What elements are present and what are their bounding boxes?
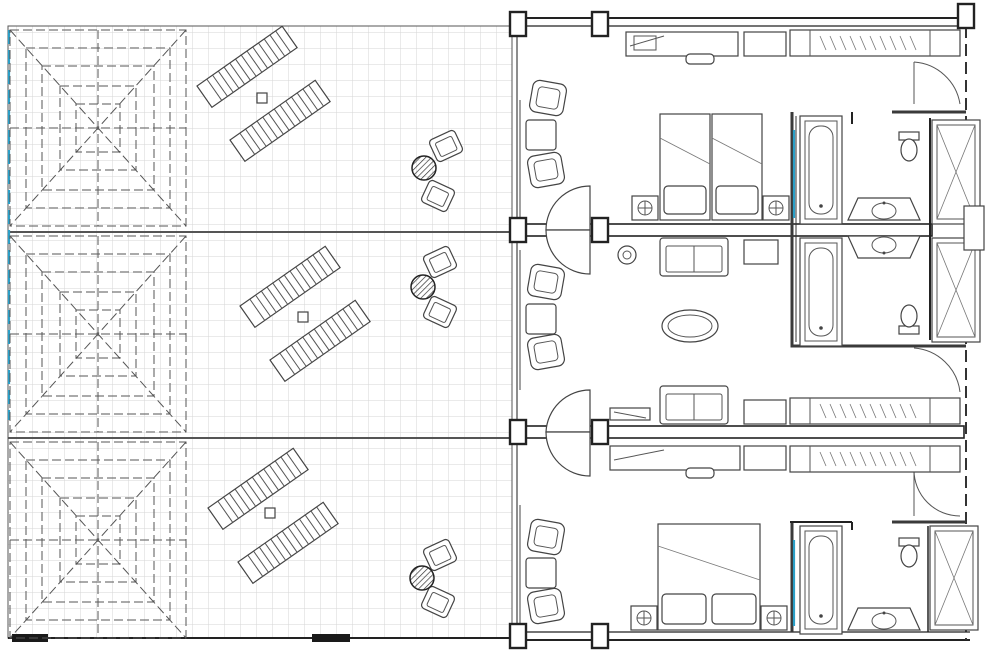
interior-walls [511, 8, 970, 641]
room-1 [625, 29, 981, 225]
outdoor-set-1 [411, 128, 465, 214]
lounger-pair-2 [239, 245, 371, 382]
lounger-pair-1 [196, 25, 331, 162]
outdoor-set-3 [409, 537, 459, 620]
door-swings [545, 61, 961, 517]
room-2 [609, 205, 985, 425]
room-3 [609, 445, 979, 635]
outdoor-set-2 [410, 244, 459, 330]
lounger-pair-3 [207, 447, 339, 584]
room-armchairs [525, 78, 569, 626]
